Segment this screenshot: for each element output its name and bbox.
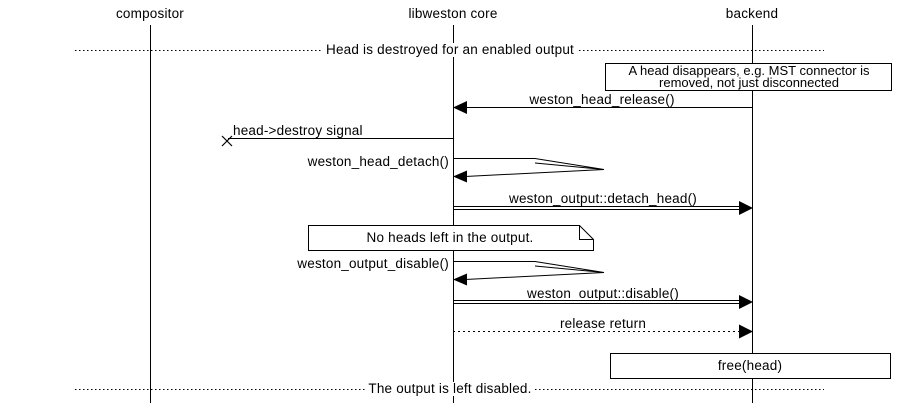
divider-label-top: Head is destroyed for an enabled output (323, 43, 577, 57)
arrowhead-head-detach (453, 170, 467, 183)
message-label-disable: weston_output::disable() (527, 286, 679, 301)
message-label-detach-head: weston_output::detach_head() (509, 191, 697, 206)
lost-message-cross (221, 135, 233, 147)
note-head-disappears-line1: A head disappears, e.g. MST connector is (628, 63, 870, 78)
arrowhead-detach-head (739, 201, 753, 215)
actor-label-compositor: compositor (115, 6, 185, 21)
note-box-head-disappears (605, 63, 892, 91)
action-box-free-head (610, 353, 891, 379)
arrowhead-head-release (453, 101, 467, 114)
message-label-head-release: weston_head_release() (529, 92, 675, 107)
note-fold-no-heads (579, 225, 594, 240)
self-call-return-output-disable (464, 272, 605, 280)
message-label-release-return: release return (559, 316, 647, 331)
self-call-loop-head-detach (453, 158, 605, 170)
arrowhead-release-return (739, 324, 753, 339)
note-head-disappears: A head disappears, e.g. MST connector is… (606, 63, 892, 90)
note-head-disappears-line2: removed, not just disconnected (659, 75, 839, 90)
message-label-head-detach: weston_head_detach() (307, 154, 449, 169)
actor-label-libweston-core: libweston core (408, 6, 498, 21)
divider-label-bottom: The output is left disabled. (365, 382, 535, 396)
message-label-output-disable: weston_output_disable() (297, 256, 449, 271)
note-box-no-heads (308, 225, 594, 251)
message-label-destroy-signal: head->destroy signal (233, 123, 363, 138)
arrowhead-output-disable (453, 273, 467, 286)
arrowhead-disable (739, 295, 753, 309)
note-no-heads-text: No heads left in the output. (366, 230, 534, 245)
self-call-return-head-detach (464, 169, 605, 177)
action-label-free-head: free(head) (717, 358, 783, 373)
self-call-loop-output-disable (453, 261, 605, 273)
actor-label-backend: backend (725, 6, 779, 21)
